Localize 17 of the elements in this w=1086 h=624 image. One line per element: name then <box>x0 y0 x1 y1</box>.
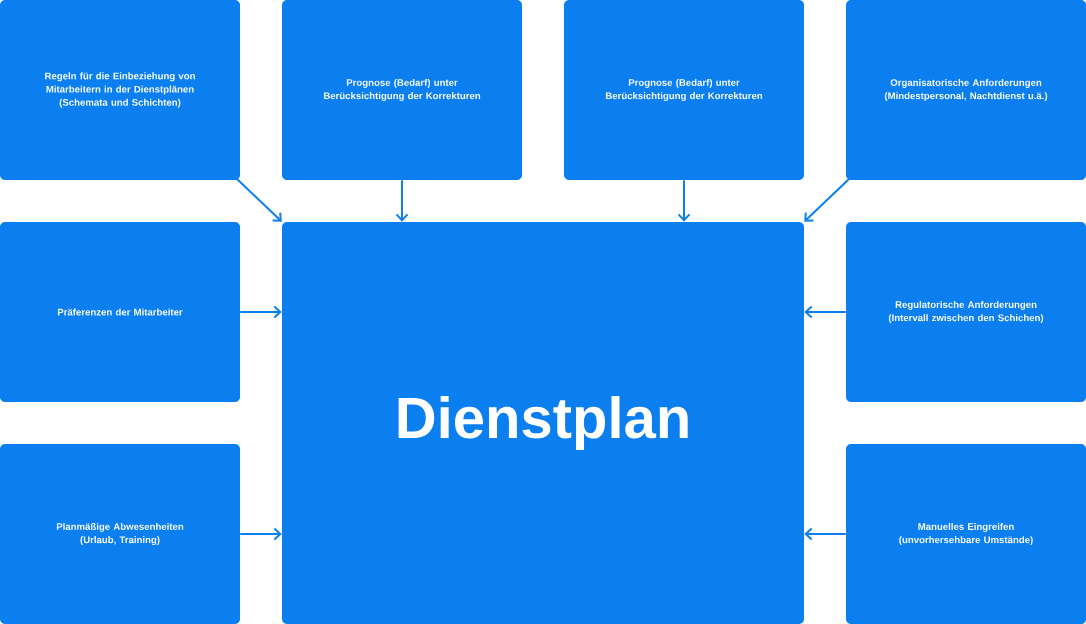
arrow <box>239 305 282 319</box>
input-box: Prognose (Bedarf) unter Berücksichtigung der Korrekturen <box>564 0 804 180</box>
central-box: Dienstplan <box>282 222 804 624</box>
arrow <box>235 177 282 222</box>
input-box: Regeln für die Einbeziehung von Mitarbeitern in der Dienstplänen (Schemata und Schichten) <box>0 0 240 180</box>
arrow <box>395 179 409 222</box>
input-box: Manuelles Eingreifen (unvorhersehbare Umstände) <box>846 444 1086 624</box>
arrow <box>804 527 847 541</box>
input-box: Prognose (Bedarf) unter Berücksichtigung der Korrekturen <box>282 0 522 180</box>
input-box: Präferenzen der Mitarbeiter <box>0 222 240 402</box>
input-box: Organisatorische Anforderungen (Mindestpersonal, Nachtdienst u.ä.) <box>846 0 1086 180</box>
arrow <box>239 527 282 541</box>
input-box: Planmäßige Abwesenheiten (Urlaub, Training) <box>0 444 240 624</box>
arrow <box>677 179 691 222</box>
input-box: Regulatorische Anforderungen (Intervall zwischen den Schichen) <box>846 222 1086 402</box>
arrow <box>804 177 851 222</box>
arrow <box>804 305 847 319</box>
